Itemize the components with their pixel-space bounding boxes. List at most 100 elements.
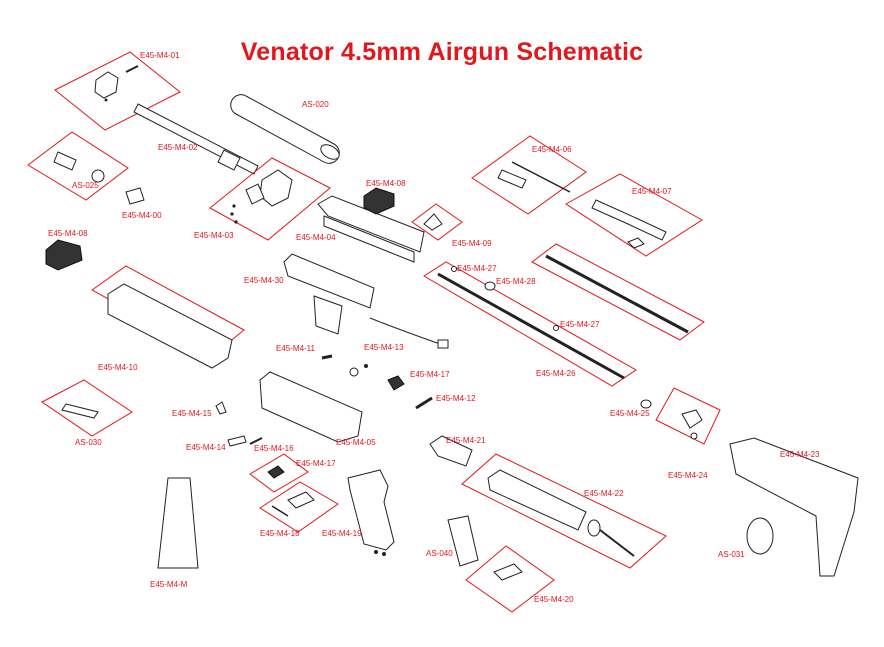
label-m4-08a: E45-M4-08	[48, 229, 88, 238]
part-group-m4-09: E45-M4-09	[411, 203, 492, 248]
group-box	[209, 157, 331, 241]
group-box	[259, 481, 339, 533]
clamp-half-part	[245, 183, 265, 205]
part-group-as-040: AS-040	[426, 515, 479, 567]
part-group-m4-03: E45-M4-03	[194, 157, 331, 241]
label-m4-04: E45-M4-04	[296, 233, 336, 242]
cable-part	[369, 317, 441, 345]
bushing-part	[640, 399, 652, 409]
mag-release-part	[227, 435, 247, 447]
label-m4-14: E45-M4-14	[186, 443, 226, 452]
label-m4-05: E45-M4-05	[336, 438, 376, 447]
trigger-part	[287, 491, 315, 509]
group-box	[655, 387, 721, 445]
trigger-housing-part	[313, 295, 343, 335]
group-box	[54, 51, 181, 131]
o-ring-part	[553, 325, 559, 331]
part-group-m4-15: E45-M4-15	[172, 401, 227, 418]
group-box	[27, 131, 129, 201]
label-m4-27b: E45-M4-27	[560, 320, 600, 329]
lower-receiver-part	[259, 371, 363, 443]
part-group-m4-08a: E45-M4-08	[45, 229, 88, 271]
group-box	[565, 173, 703, 257]
part-group-m4-18: E45-M4-18	[259, 481, 339, 538]
part-group-m4-01: E45-M4-01	[54, 51, 181, 131]
part-group-m4-19: E45-M4-19	[322, 469, 395, 556]
part-group-m4-26: E45-M4-27 E45-M4-28 E45-M4-27 E45-M4-26	[423, 261, 637, 387]
part-group-m4-24: E45-M4-24	[655, 387, 721, 480]
part-group-m4-17b: E45-M4-17	[249, 453, 336, 493]
magazine-part	[157, 477, 199, 569]
selector-part	[387, 375, 405, 391]
part-group-m4-m: E45-M4-M	[150, 477, 199, 589]
label-m4-01: E45-M4-01	[140, 51, 180, 60]
part-group-m4-22: E45-M4-22	[461, 453, 667, 569]
label-m4-20: E45-M4-20	[534, 595, 574, 604]
label-m4-18: E45-M4-18	[260, 529, 300, 538]
co2-cartridge-part	[447, 515, 479, 567]
group-box	[411, 203, 463, 241]
upper-receiver-part	[317, 195, 425, 253]
pin-part	[321, 354, 333, 360]
label-m4-30: E45-M4-30	[244, 276, 284, 285]
rod-part	[599, 529, 635, 557]
pistol-grip-part	[347, 469, 395, 551]
group-box	[471, 135, 587, 215]
screw-part	[374, 550, 378, 554]
label-m4-03: E45-M4-03	[194, 231, 234, 240]
group-box	[249, 453, 309, 493]
label-m4-17a: E45-M4-17	[410, 370, 450, 379]
label-as-040: AS-040	[426, 549, 453, 558]
silencer-cap	[320, 144, 340, 160]
part-group-m4-20: E45-M4-20	[465, 545, 574, 613]
screw-part	[364, 364, 368, 368]
pin-part	[125, 65, 139, 73]
buffer-part	[681, 409, 703, 429]
group-box	[531, 243, 705, 341]
label-m4-17b: E45-M4-17	[296, 459, 336, 468]
buffer-tube-part	[487, 469, 587, 531]
group-box	[465, 545, 555, 613]
label-m4-23: E45-M4-23	[780, 450, 820, 459]
pin-part	[249, 437, 263, 445]
label-m4-21: E45-M4-21	[446, 436, 486, 445]
latch-part	[627, 237, 645, 249]
part-group-m4-16: E45-M4-16	[249, 437, 294, 453]
label-m4-22: E45-M4-22	[584, 489, 624, 498]
part-group-m4-07: E45-M4-07	[565, 173, 703, 257]
safety-part	[267, 465, 285, 479]
part-group-m4-02: E45-M4-02	[133, 103, 259, 175]
screw-part	[232, 204, 236, 208]
upper-rail-part	[323, 215, 415, 263]
part-group-m4-05: E45-M4-05	[259, 371, 376, 447]
knob-part	[349, 367, 359, 377]
sling-swivel-part	[746, 517, 774, 555]
part-group-as-020: AS-020	[230, 94, 340, 164]
label-as-025: AS-025	[72, 181, 99, 190]
part-group-m4-04: E45-M4-08 E45-M4-04	[296, 179, 425, 263]
label-m4-12: E45-M4-12	[436, 394, 476, 403]
latch-part	[423, 213, 443, 231]
group-box	[41, 379, 133, 437]
front-sight-part	[363, 187, 395, 215]
part-group-m4-30: E45-M4-30	[244, 253, 449, 349]
part-group-m4-25: E45-M4-25	[610, 399, 652, 418]
label-m4-27a: E45-M4-27	[457, 264, 497, 273]
label-m4-02: E45-M4-02	[158, 143, 198, 152]
lever-part	[215, 401, 227, 415]
label-m4-15: E45-M4-15	[172, 409, 212, 418]
flip-sight-part	[45, 239, 83, 271]
guide-rod-part	[511, 161, 571, 193]
label-as-030: AS-030	[75, 438, 102, 447]
label-m4-16: E45-M4-16	[254, 444, 294, 453]
part-group-m4-11: E45-M4-11	[276, 344, 333, 360]
label-m4-19: E45-M4-19	[322, 529, 362, 538]
rail-part	[437, 272, 625, 380]
spring-part	[690, 432, 698, 440]
clamp-part	[259, 169, 293, 207]
part-group-m4-10: E45-M4-10	[91, 265, 245, 372]
label-m4-06: E45-M4-06	[532, 145, 572, 154]
muzzle-brake-part	[53, 151, 77, 171]
connector-part	[437, 339, 449, 349]
